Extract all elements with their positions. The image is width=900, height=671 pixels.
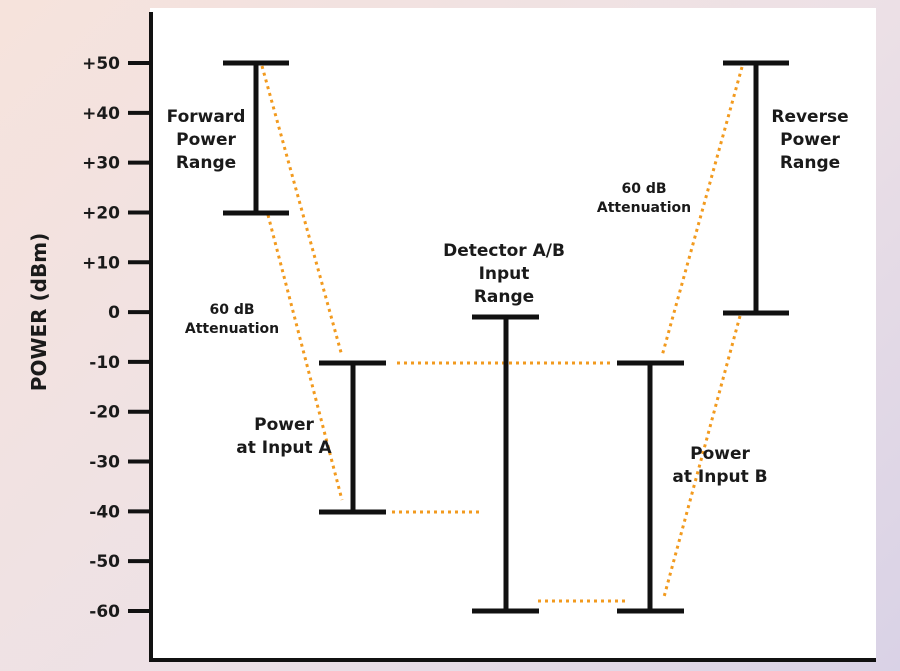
y-tick-label: +20 [82,203,120,223]
input-b-range-label: Power at Input B [672,444,767,487]
input-a-range-label: Power at Input A [236,415,332,458]
reverse-range-bar [723,60,789,316]
y-axis-tick-labels: +50 +40 +30 +20 +10 0 -10 -20 -30 -40 -50 -60 [82,54,120,622]
y-tick-label: +40 [82,104,120,124]
attenuation-left-annotation: 60 dB Attenuation [185,302,279,337]
connector-forward-top-to-a-top [260,65,344,357]
forward-range-label: Forward Power Range [167,107,246,173]
svg-text:Reverse: Reverse [771,107,848,127]
svg-text:Power: Power [176,130,236,150]
svg-text:60 dB: 60 dB [209,302,254,318]
y-tick-label: +50 [82,54,120,74]
y-tick-label: -50 [89,552,120,572]
y-tick-label: -40 [89,502,120,522]
input-a-range-bar [319,360,386,515]
reverse-range-label: Reverse Power Range [771,107,848,173]
svg-text:Forward: Forward [167,107,246,127]
svg-text:Input: Input [479,264,530,284]
dotted-connectors [260,65,744,603]
y-tick-label: -10 [89,353,120,373]
connector-forward-bottom-to-a-bottom [266,214,344,501]
connector-reverse-top-to-b-top [660,66,744,357]
y-tick-label: +30 [82,154,120,174]
y-axis-label: POWER (dBm) [27,233,51,391]
y-tick-label: 0 [108,303,120,323]
svg-text:Detector A/B: Detector A/B [443,241,565,261]
svg-text:Range: Range [176,153,236,173]
svg-text:Range: Range [474,287,534,307]
y-tick-label: +10 [82,253,120,273]
attenuation-right-annotation: 60 dB Attenuation [597,181,691,216]
svg-text:Power: Power [690,444,750,464]
svg-text:Attenuation: Attenuation [185,321,279,337]
svg-text:60 dB: 60 dB [621,181,666,197]
svg-text:Power: Power [254,415,314,435]
svg-text:Attenuation: Attenuation [597,200,691,216]
input-b-range-bar [617,360,684,614]
svg-text:at Input B: at Input B [672,467,767,487]
y-tick-label: -30 [89,453,120,473]
y-axis-ticks [128,61,151,613]
y-tick-label: -60 [89,602,120,622]
range-bars [223,60,789,614]
svg-text:Range: Range [780,153,840,173]
svg-text:at Input A: at Input A [236,438,332,458]
forward-range-bar [223,60,289,216]
detector-range-bar [472,314,539,614]
svg-text:Power: Power [780,130,840,150]
detector-range-label: Detector A/B Input Range [443,241,565,307]
y-tick-label: -20 [89,403,120,423]
